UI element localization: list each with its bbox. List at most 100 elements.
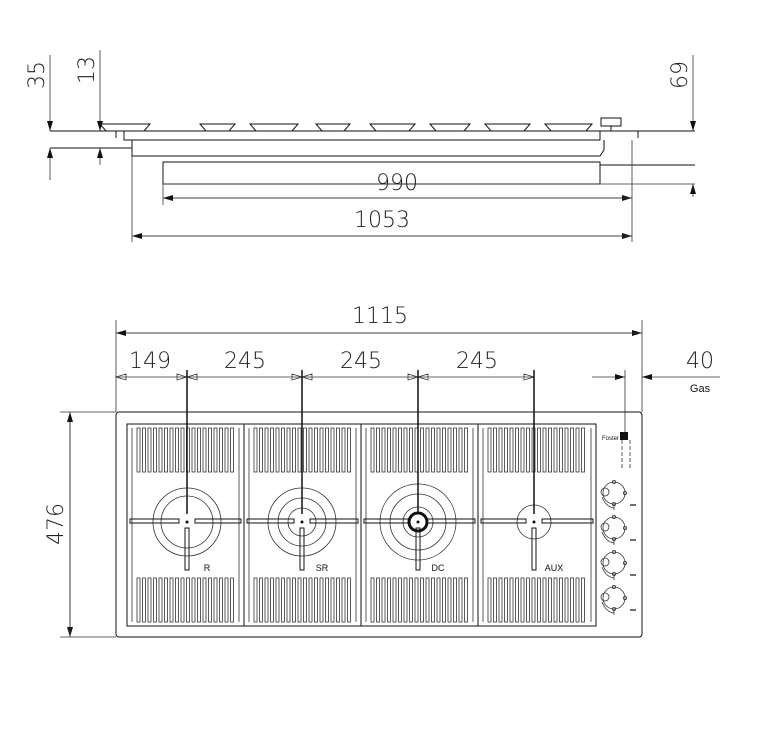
grate-bar	[319, 577, 324, 623]
dim-245-2: 245	[340, 349, 382, 374]
grate-bar	[208, 577, 212, 623]
grate-bar	[175, 577, 179, 623]
control-knob[interactable]	[600, 479, 636, 510]
grate-bar	[153, 577, 157, 623]
grate-bar	[498, 427, 503, 473]
grate-bar	[570, 427, 574, 473]
grate-bar	[370, 427, 375, 473]
side-view: 35 13 69 990 1053	[25, 50, 696, 242]
grate-bar	[219, 577, 223, 623]
grate-bar	[515, 577, 519, 623]
grate-bar	[564, 577, 569, 623]
grate-bar	[325, 577, 329, 623]
grate-bar	[308, 427, 313, 473]
grate-bar	[392, 427, 397, 473]
brand-logo: Foster	[602, 436, 619, 442]
grate-bar	[436, 577, 441, 623]
grate-bar	[493, 577, 497, 623]
grate-bar	[180, 577, 185, 623]
grate-bar	[403, 427, 408, 473]
grate-bar	[186, 577, 190, 623]
burner-label: DC	[432, 563, 445, 573]
dim-13: 13	[75, 56, 100, 84]
grate-bar	[164, 427, 168, 473]
grate-bar	[253, 577, 258, 623]
grate-bar	[191, 427, 196, 473]
grate-bar	[398, 577, 402, 623]
grate-bar	[197, 577, 201, 623]
grate-bar	[570, 577, 574, 623]
grate-bar	[347, 577, 351, 623]
burner-dc: DC	[363, 370, 476, 573]
grate-bar	[292, 577, 296, 623]
grate-bar	[175, 427, 179, 473]
grate-bar	[504, 427, 508, 473]
grate-bar	[581, 427, 585, 473]
grate-bar	[498, 577, 503, 623]
grate-bar	[442, 577, 446, 623]
grate-bar	[286, 577, 291, 623]
grate-bar	[564, 427, 569, 473]
dim-35: 35	[25, 61, 50, 89]
grate-bar	[526, 577, 530, 623]
pan-support-profile	[483, 123, 532, 132]
grate-bar	[325, 427, 329, 473]
grate-bar	[303, 427, 307, 473]
control-knob[interactable]	[600, 515, 636, 545]
dim-69: 69	[668, 61, 693, 89]
grate-bar	[420, 577, 424, 623]
grate-bar	[341, 577, 346, 623]
grate-bar	[442, 427, 446, 473]
pan-support-profile	[428, 123, 472, 132]
grate-bar	[230, 427, 234, 473]
grate-bar	[253, 427, 258, 473]
grate-bar	[537, 427, 541, 473]
grate-bar	[213, 427, 218, 473]
grate-section	[477, 423, 597, 627]
control-knob[interactable]	[600, 550, 636, 580]
grate-bar	[336, 427, 340, 473]
grate-bar	[542, 427, 547, 473]
dim-476: 476	[44, 503, 69, 545]
grate-bar	[531, 577, 536, 623]
grate-bar	[420, 427, 424, 473]
grate-bar	[341, 427, 346, 473]
grate-bar	[202, 577, 207, 623]
grate-bar	[264, 427, 269, 473]
grate-bar	[142, 577, 146, 623]
burner-sr: SR	[246, 370, 359, 573]
grate-bar	[548, 427, 552, 473]
grate-bar	[431, 427, 435, 473]
pan-support-profile	[98, 123, 152, 132]
grate-bar	[330, 577, 335, 623]
grate-bar	[376, 577, 380, 623]
grate-bar	[292, 427, 296, 473]
grate-bar	[464, 577, 468, 623]
grate-bar	[136, 577, 141, 623]
pan-support-profile	[314, 123, 352, 132]
grate-bar	[453, 577, 457, 623]
grate-bar	[347, 427, 351, 473]
grate-bar	[169, 427, 174, 473]
grate-bar	[487, 577, 492, 623]
grate-bar	[387, 427, 391, 473]
grate-bar	[319, 427, 324, 473]
grate-bar	[224, 577, 229, 623]
grate-bar	[136, 427, 141, 473]
grate-bar	[164, 577, 168, 623]
grate-bar	[191, 577, 196, 623]
grate-bar	[370, 577, 375, 623]
grate-bar	[447, 577, 452, 623]
grate-bar	[403, 577, 408, 623]
burner-r: R	[129, 370, 242, 573]
grate-bar	[297, 427, 302, 473]
grate-bar	[392, 577, 397, 623]
control-knob[interactable]	[600, 585, 636, 615]
grate-bar	[336, 577, 340, 623]
grate-bar	[158, 577, 163, 623]
pan-support-profile	[543, 123, 594, 132]
grate-bar	[308, 577, 313, 623]
